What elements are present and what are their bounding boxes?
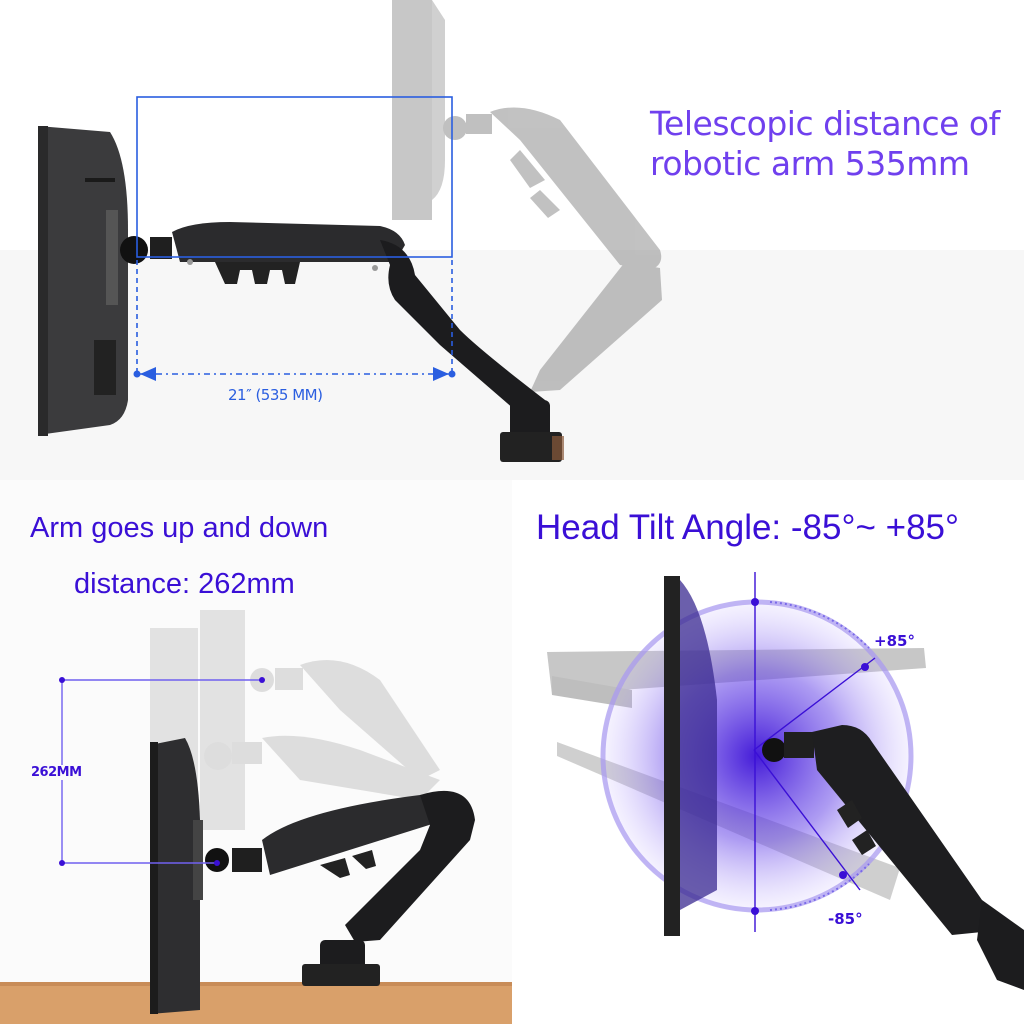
- main-monitor: [664, 576, 717, 936]
- main-monitor: [150, 738, 203, 1014]
- height-title-line1: Arm goes up and down: [30, 512, 329, 544]
- main-monitor: [38, 126, 128, 436]
- telescopic-title-line1: Telescopic distance of: [650, 104, 1000, 143]
- telescopic-title-line2: robotic arm 535mm: [650, 144, 970, 183]
- height-panel: Arm goes up and down distance: 262mm 262…: [0, 480, 512, 1024]
- desk: [0, 982, 512, 1024]
- height-title-line2: distance: 262mm: [74, 568, 295, 600]
- ghost-monitor-raised: [392, 0, 662, 392]
- telescopic-dimension-label: 21″ (535 MM): [228, 386, 323, 404]
- telescopic-illustration: [0, 0, 1024, 480]
- angle-ticks: [769, 601, 870, 911]
- telescopic-dimension-guides: [133, 96, 456, 381]
- main-arm: [762, 725, 1024, 990]
- tilt-title: Head Tilt Angle: -85°~ +85°: [536, 508, 959, 547]
- tilt-panel: Head Tilt Angle: -85°~ +85° +85° -85°: [512, 480, 1024, 1024]
- height-dimension-label: 262MM: [30, 765, 83, 780]
- tilt-illustration: [512, 480, 1024, 1024]
- telescopic-panel: 21″ (535 MM) Telescopic distance of robo…: [0, 0, 1024, 480]
- height-illustration: [0, 480, 512, 1024]
- main-arm: [120, 222, 564, 462]
- tilt-lower-angle-label: -85°: [828, 910, 863, 928]
- tilt-upper-angle-label: +85°: [874, 632, 915, 650]
- telescopic-title: Telescopic distance of robotic arm 535mm: [650, 104, 1000, 184]
- main-arm: [205, 790, 475, 986]
